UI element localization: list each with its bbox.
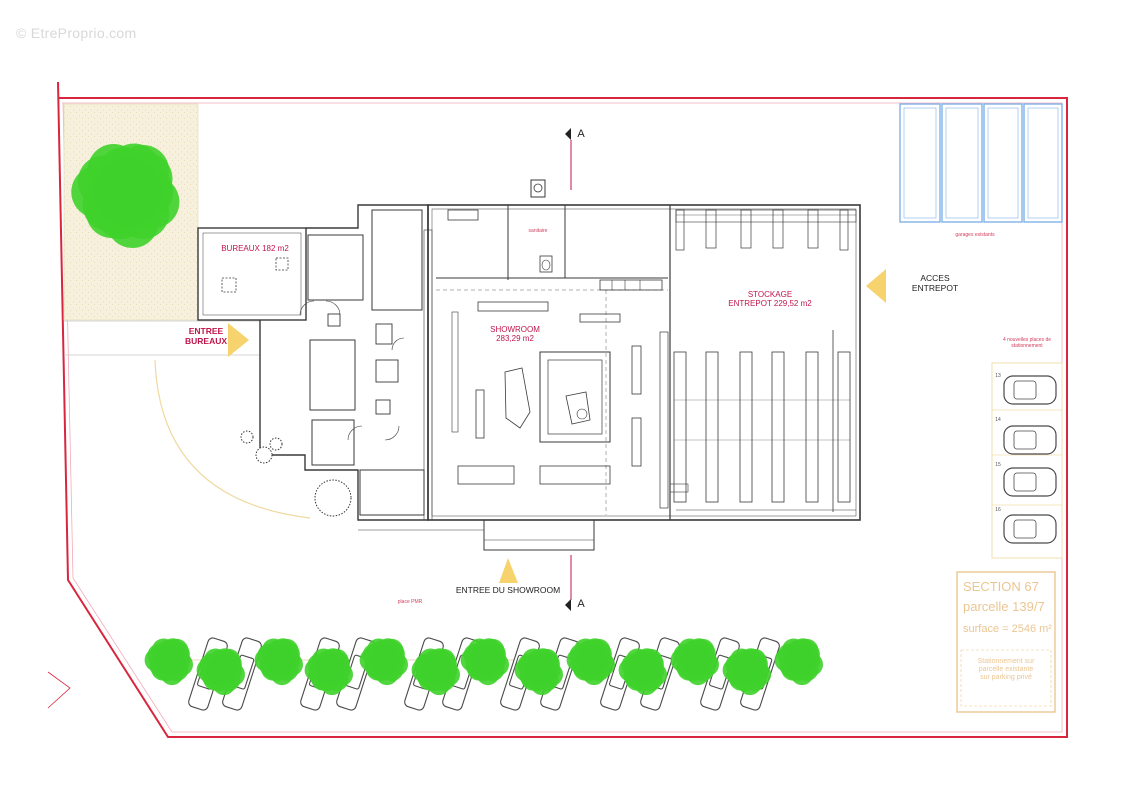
front-tree [359,638,408,686]
new-parking-places [991,362,1063,559]
bush [255,446,273,464]
front-tree [670,638,719,686]
note-line3: sur parking privé [980,674,1032,682]
entree-showroom-label: ENTREE DU SHOWROOM [455,585,561,595]
note-line1: Stationnement sur [977,658,1035,665]
acces-entrepot-arrow [866,269,886,303]
section-line-markers [565,128,572,611]
entry-path [64,320,311,519]
parcelle-label: parcelle 139/7 [963,599,1045,614]
places-line1: 4 nouvelles places de [1002,337,1052,343]
front-tree [144,638,193,686]
trees [71,143,823,696]
bureaux-label: BUREAUX 182 m2 [221,244,289,253]
bush [314,479,352,517]
note-line2: parcelle existante [978,666,1034,674]
front-tree [304,648,353,696]
entrance-arrows [228,269,886,583]
places-line2: stationnement [1011,342,1043,349]
bush [269,437,283,451]
front-tree [774,638,823,686]
watermark: © EtreProprio.com [16,25,137,41]
entree-bureaux-line1: ENTREE [188,326,224,336]
showroom-label: SHOWROOM 283,29 m2 [470,325,560,343]
acces-line2: ENTREPOT [911,282,959,293]
section-box [956,571,1056,713]
building [197,179,861,551]
pmr-label: place PMR [397,599,423,605]
gate-symbol [47,671,71,709]
front-tree [254,638,303,686]
showroom-line1: SHOWROOM [490,325,540,334]
surface-label: surface = 2546 m² [963,623,1052,635]
slot-13: 13 [995,373,1001,379]
section-title: SECTION 67 [963,579,1039,594]
acces-entrepot-label: ACCES ENTREPOT [905,273,965,294]
entree-bureaux-line2: BUREAUX [184,335,228,346]
section-marker-bottom: A [577,598,585,610]
bush [240,430,254,444]
wc-label: sanitaire [528,228,548,234]
big-tree [71,143,180,248]
section-marker-top: A [577,128,585,140]
front-tree [411,648,460,696]
slot-14: 14 [995,417,1001,423]
acces-line1: ACCES [920,273,950,283]
places-label: 4 nouvelles places de stationnement [990,337,1064,350]
section-note: Stationnement sur parcelle existante sur… [962,658,1050,682]
garages-label: garages existants [955,232,995,238]
front-tree [722,648,771,696]
slot-15: 15 [995,462,1001,468]
front-tree [618,648,667,696]
slot-16: 16 [995,507,1001,513]
entree-bureaux-label: ENTREE BUREAUX [176,326,236,347]
entree-showroom-arrow [499,558,518,583]
stockage-line2: ENTREPOT 229,52 m2 [728,299,812,309]
property-boundary [57,81,1068,738]
showroom-line2: 283,29 m2 [496,334,534,344]
front-tree [514,648,563,696]
front-tree [460,638,509,686]
front-tree [196,648,245,696]
stockage-label: STOCKAGE ENTREPOT 229,52 m2 [718,290,822,308]
existing-garages [899,103,1063,223]
front-tree [566,638,615,686]
entree-bureaux-arrow [228,323,249,357]
stockage-line1: STOCKAGE [747,290,793,299]
